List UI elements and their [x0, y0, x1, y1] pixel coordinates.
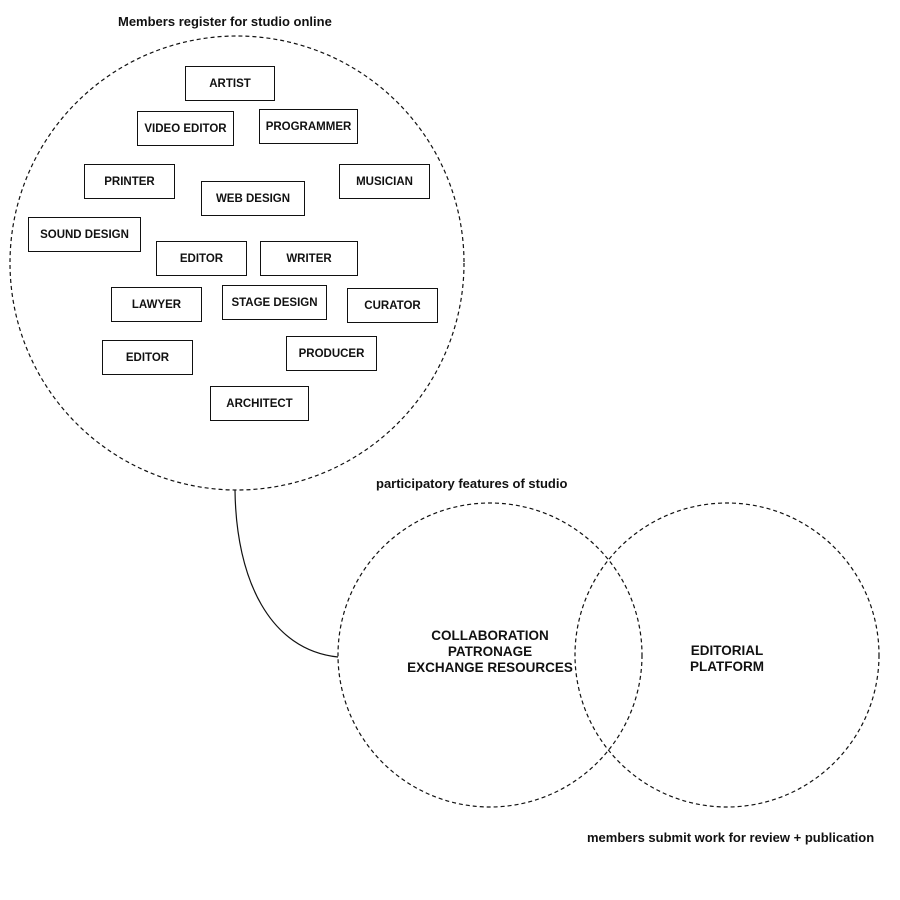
role-musician: MUSICIAN — [339, 164, 430, 199]
role-editor-2: EDITOR — [102, 340, 193, 375]
role-architect: ARCHITECT — [210, 386, 309, 421]
role-web-design: WEB DESIGN — [201, 181, 305, 216]
role-sound-design: SOUND DESIGN — [28, 217, 141, 252]
caption-submit: members submit work for review + publica… — [587, 830, 875, 845]
studio-features-text: COLLABORATION PATRONAGE EXCHANGE RESOURC… — [380, 628, 600, 676]
caption-register: Members register for studio online — [118, 14, 332, 29]
editorial-line-2: PLATFORM — [690, 659, 764, 674]
feature-exchange-resources: EXCHANGE RESOURCES — [407, 660, 573, 675]
role-producer: PRODUCER — [286, 336, 377, 371]
editorial-line-1: EDITORIAL — [690, 643, 764, 658]
feature-patronage: PATRONAGE — [447, 644, 533, 659]
editorial-platform-text: EDITORIAL PLATFORM — [667, 643, 787, 675]
members-circle — [9, 35, 465, 491]
feature-collaboration: COLLABORATION — [431, 628, 549, 643]
role-curator: CURATOR — [347, 288, 438, 323]
role-stage-design: STAGE DESIGN — [222, 285, 327, 320]
role-programmer: PROGRAMMER — [259, 109, 358, 144]
studio-features-circle — [337, 502, 643, 808]
role-video-editor: VIDEO EDITOR — [137, 111, 234, 146]
editorial-platform-circle — [574, 502, 880, 808]
role-printer: PRINTER — [84, 164, 175, 199]
connector-curve — [234, 489, 339, 658]
role-editor: EDITOR — [156, 241, 247, 276]
caption-participatory: participatory features of studio — [376, 476, 568, 491]
role-lawyer: LAWYER — [111, 287, 202, 322]
role-writer: WRITER — [260, 241, 358, 276]
role-artist: ARTIST — [185, 66, 275, 101]
